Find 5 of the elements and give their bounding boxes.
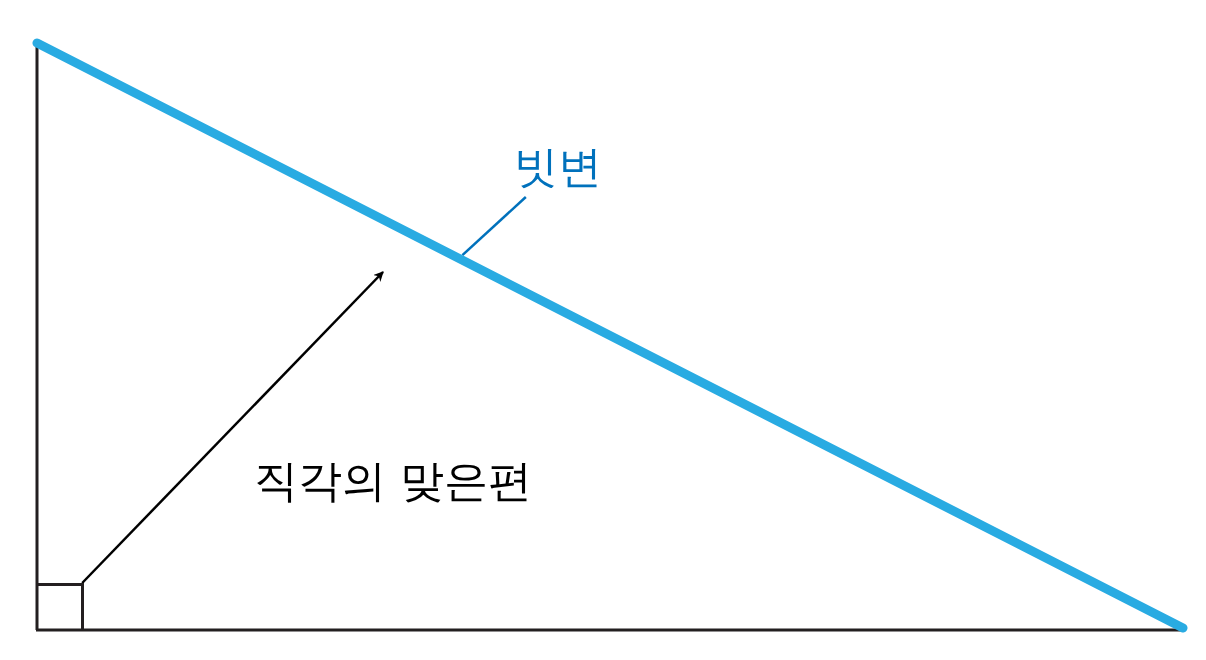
hypotenuse-line [32, 38, 1188, 633]
leader-line [461, 196, 527, 257]
angle-label: 직각의 맞은편 [254, 454, 532, 508]
arrow [81, 271, 384, 584]
hypotenuse-label: 빗변 [514, 138, 602, 197]
